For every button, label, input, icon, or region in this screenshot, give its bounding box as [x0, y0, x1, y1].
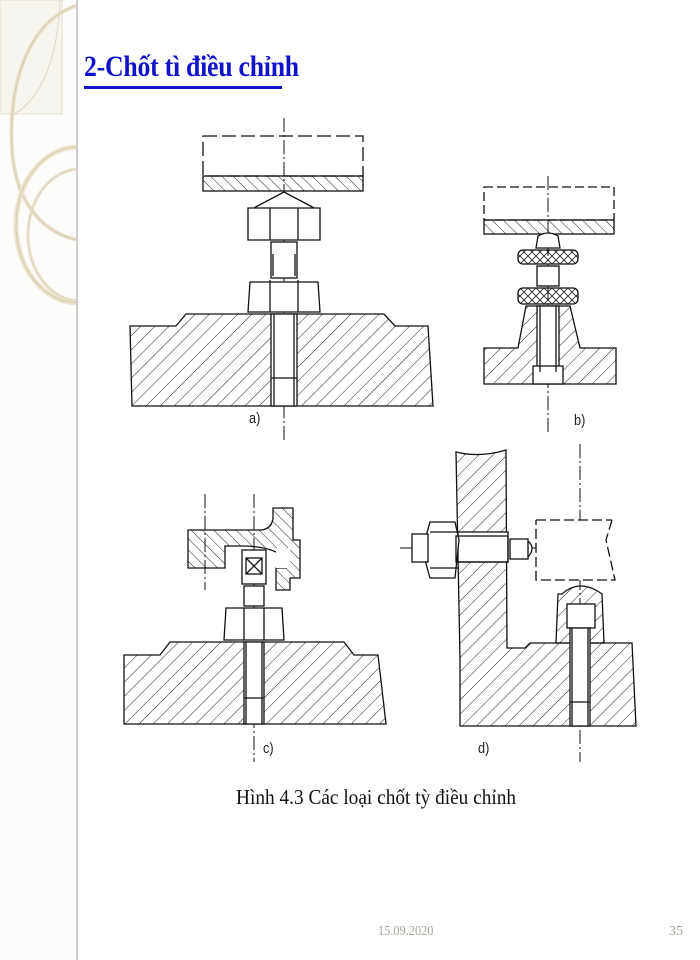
drawing-a [129, 118, 434, 440]
title-underline [84, 86, 282, 89]
slide-title: 2-Chốt tì điều chỉnh [84, 50, 299, 83]
decorative-rings [0, 0, 78, 310]
figure-label-b: b) [574, 412, 586, 429]
footer-page-number: 35 [669, 924, 683, 939]
figure-caption: Hình 4.3 Các loại chốt tỳ điều chỉnh [236, 785, 517, 809]
footer-date: 15.09.2020 [378, 924, 434, 939]
technical-figure [110, 110, 650, 770]
drawing-c [123, 494, 387, 762]
drawing-d [400, 444, 637, 762]
figure-label-c: c) [262, 740, 274, 757]
figure-label-a: a) [249, 410, 261, 427]
margin-rule [76, 0, 78, 960]
drawing-b [483, 176, 617, 432]
adjustable-support-pins-drawing [123, 118, 637, 762]
figure-label-d: d) [478, 740, 490, 757]
